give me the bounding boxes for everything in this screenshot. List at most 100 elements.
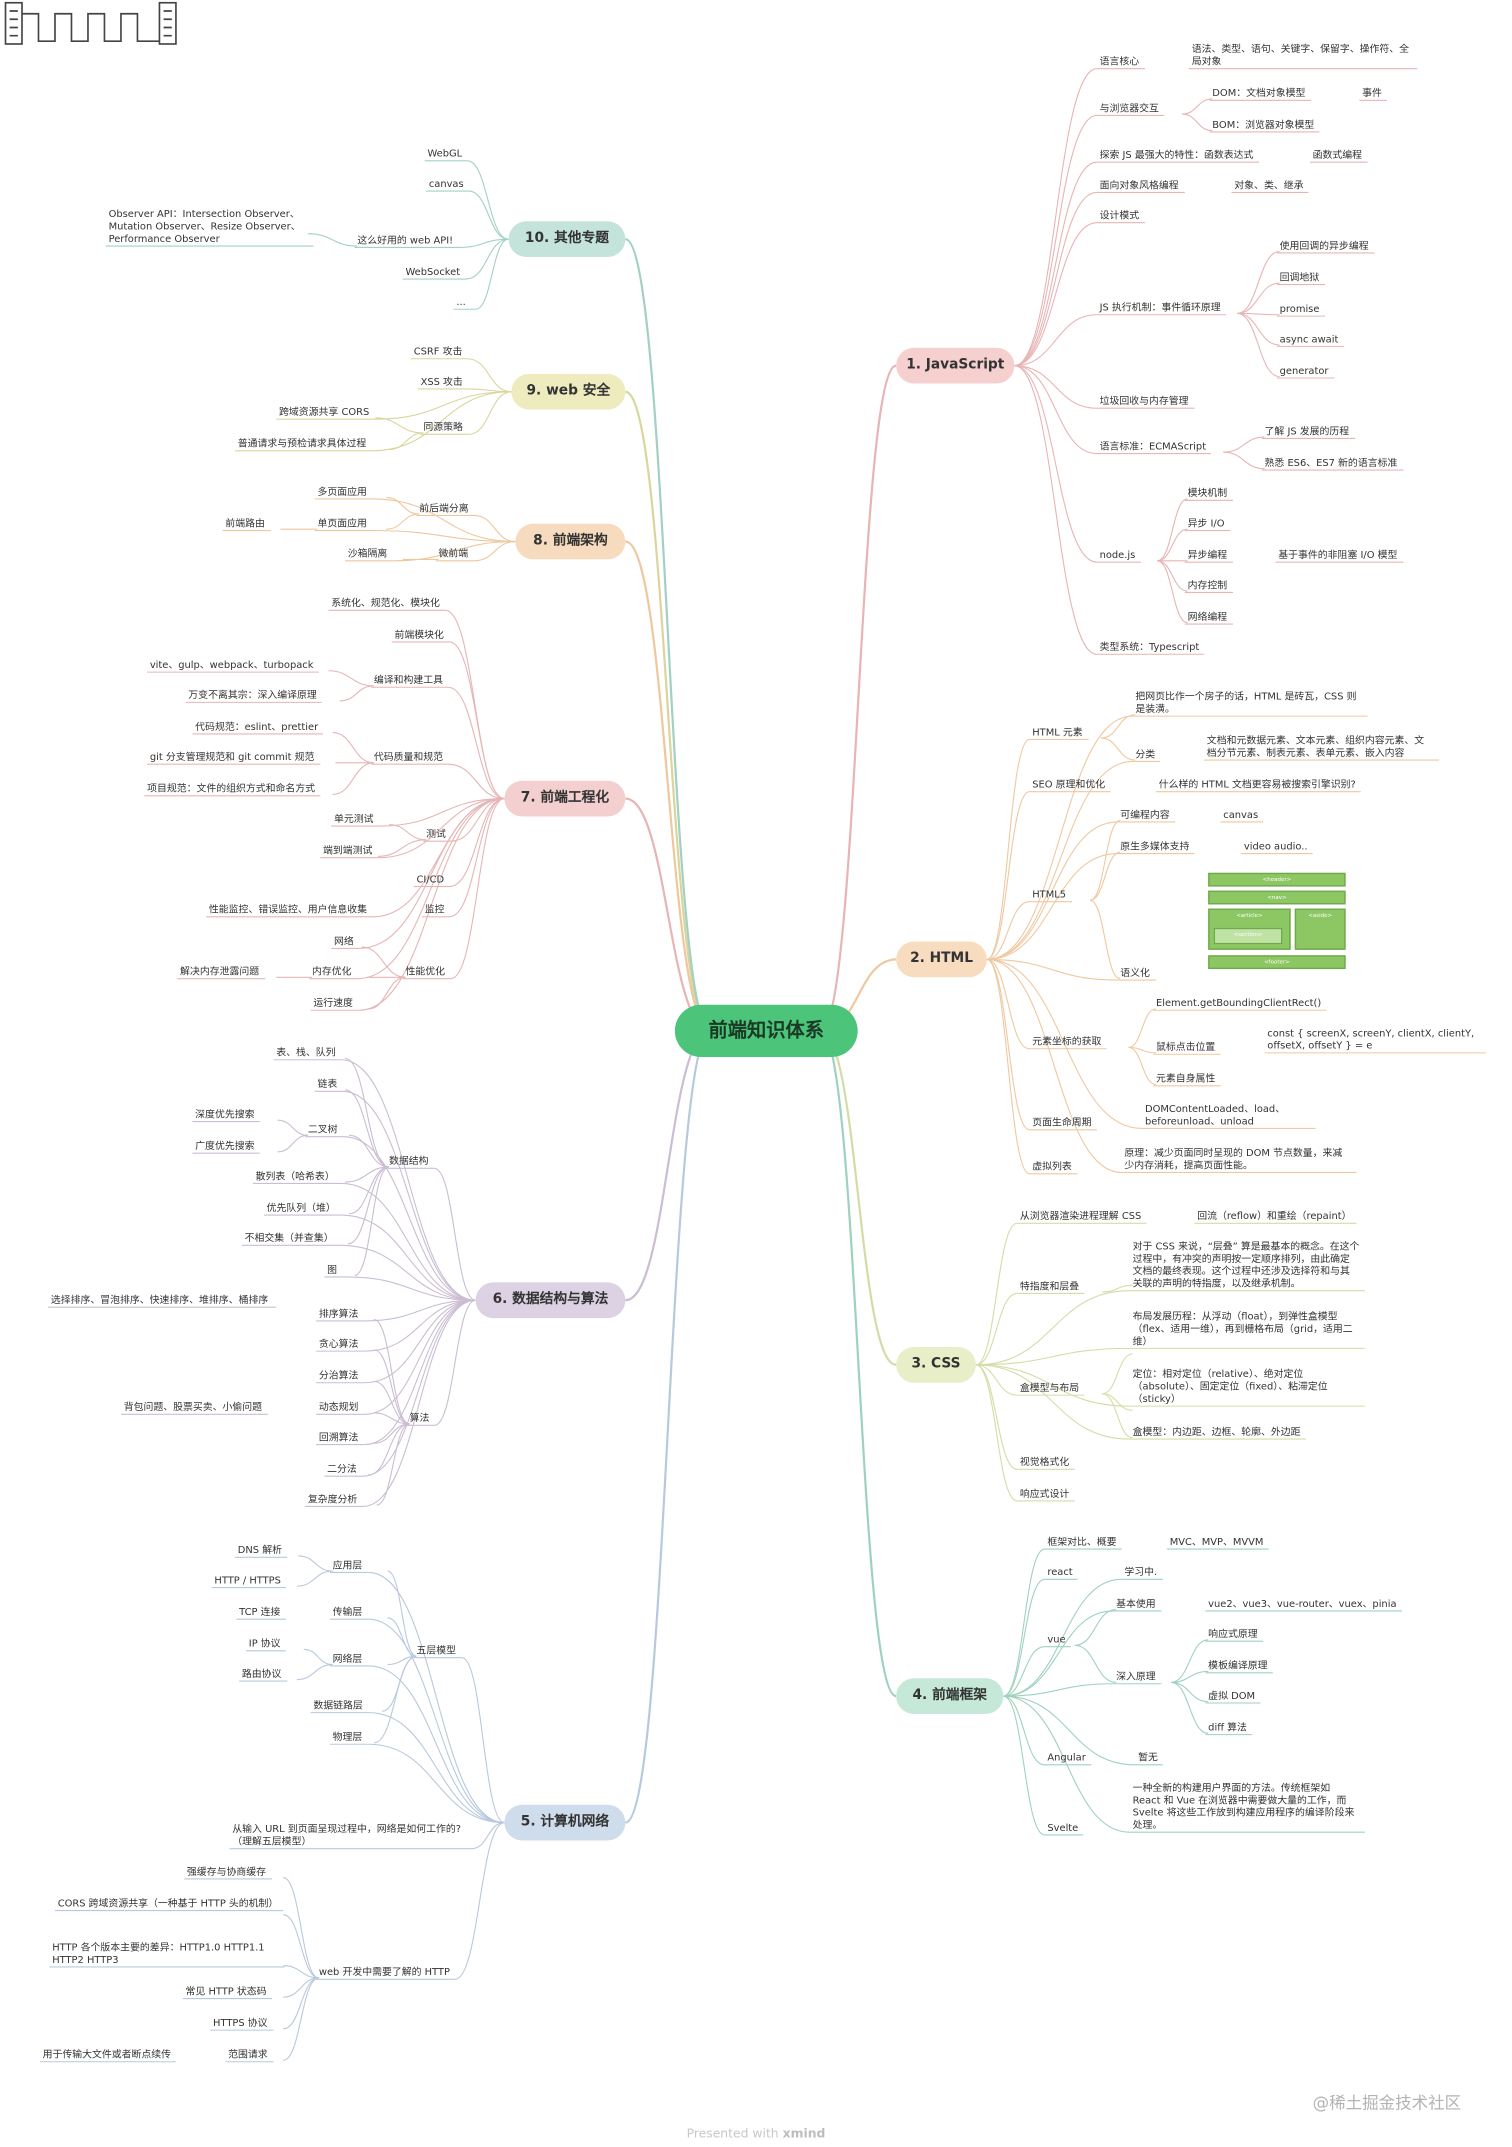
node-e-test[interactable]: 测试 xyxy=(426,827,446,840)
node-js-explore[interactable]: 探索 JS 最强大的特性：函数表达式 xyxy=(1099,148,1254,161)
node-c-resp[interactable]: 响应式设计 xyxy=(1019,1487,1070,1500)
node-n-dns[interactable]: DNS 解析 xyxy=(237,1543,282,1556)
node-d-bs[interactable]: 二分法 xyxy=(327,1462,357,1475)
branch-engineering[interactable]: 7. 前端工程化 xyxy=(504,780,626,817)
node-h5[interactable]: HTML5 xyxy=(1032,887,1067,901)
node-js-core-d[interactable]: 语法、类型、语句、关键字、保留字、操作符、全局对象 xyxy=(1191,42,1410,68)
node-d-bt[interactable]: 回溯算法 xyxy=(318,1430,359,1444)
node-d-ds[interactable]: 数据结构 xyxy=(388,1154,429,1167)
node-js-nio[interactable]: 基于事件的非阻塞 I/O 模型 xyxy=(1278,548,1398,561)
node-js-event[interactable]: 事件 xyxy=(1362,86,1382,99)
node-h5-sem[interactable]: 语义化 xyxy=(1120,966,1150,979)
node-d-dp-d[interactable]: 背包问题、股票买卖、小偷问题 xyxy=(123,1400,263,1413)
node-js-gen[interactable]: generator xyxy=(1279,364,1329,377)
node-js-oop[interactable]: 面向对象风格编程 xyxy=(1099,178,1179,192)
node-e-mon[interactable]: 监控 xyxy=(424,903,445,916)
node-c-box[interactable]: 盒模型与布局 xyxy=(1019,1381,1080,1394)
node-n-ip[interactable]: IP 协议 xyxy=(248,1637,281,1650)
node-o-obs[interactable]: Observer API：Intersection Observer、Mutat… xyxy=(108,207,301,245)
node-js-dom[interactable]: DOM：文档对象模型 xyxy=(1212,86,1306,99)
node-e-leak[interactable]: 解决内存泄露问题 xyxy=(180,964,260,978)
node-e-e2e[interactable]: 端到端测试 xyxy=(323,843,373,857)
node-js-ts[interactable]: 类型系统：Typescript xyxy=(1099,640,1200,653)
node-js-browser[interactable]: 与浏览器交互 xyxy=(1099,101,1159,115)
node-c-spec-d[interactable]: 对于 CSS 来说，“层叠” 算是最基本的概念。在这个过程中，有冲突的声明按一定… xyxy=(1132,1239,1360,1290)
node-e-mod[interactable]: 前端模块化 xyxy=(394,628,444,641)
node-js-promise[interactable]: promise xyxy=(1279,302,1320,315)
node-h-coord[interactable]: 元素坐标的获取 xyxy=(1032,1034,1102,1048)
node-a-route[interactable]: 前端路由 xyxy=(225,516,265,530)
node-js-cbhell[interactable]: 回调地狱 xyxy=(1279,270,1320,284)
node-c-visual[interactable]: 视觉格式化 xyxy=(1019,1455,1070,1468)
node-h-rect[interactable]: Element.getBoundingClientRect() xyxy=(1155,996,1322,1009)
node-n-five[interactable]: 五层模型 xyxy=(416,1643,457,1657)
node-f-resp[interactable]: 响应式原理 xyxy=(1208,1627,1258,1640)
branch-html[interactable]: 2. HTML xyxy=(896,941,987,978)
node-h-seo-d[interactable]: 什么样的 HTML 文档更容易被搜索引擎识别? xyxy=(1158,777,1356,791)
node-h-self[interactable]: 元素自身属性 xyxy=(1155,1072,1216,1085)
node-js-std[interactable]: 语言标准：ECMAScript xyxy=(1099,439,1207,453)
node-js-mem[interactable]: 内存控制 xyxy=(1187,578,1228,592)
node-js-mod[interactable]: 模块机制 xyxy=(1187,486,1228,499)
node-e-git[interactable]: git 分支管理规范和 git commit 规范 xyxy=(149,750,315,763)
branch-architecture[interactable]: 8. 前端架构 xyxy=(515,523,626,560)
branch-css[interactable]: 3. CSS xyxy=(896,1347,976,1383)
node-h-seo[interactable]: SEO 原理和优化 xyxy=(1032,777,1106,791)
node-e-net[interactable]: 网络 xyxy=(334,934,354,948)
node-d-sort[interactable]: 排序算法 xyxy=(318,1307,359,1320)
node-d-dp[interactable]: 动态规划 xyxy=(318,1400,359,1413)
node-e-memopt[interactable]: 内存优化 xyxy=(312,964,352,978)
node-f-basic[interactable]: 基本使用 xyxy=(1116,1597,1156,1610)
node-js-loop[interactable]: JS 执行机制：事件循环原理 xyxy=(1099,301,1221,314)
node-a-mpa[interactable]: 多页面应用 xyxy=(317,485,367,498)
node-h-mouse[interactable]: 鼠标点击位置 xyxy=(1155,1040,1216,1053)
branch-frameworks[interactable]: 4. 前端框架 xyxy=(896,1678,1004,1715)
node-h5-media[interactable]: 原生多媒体支持 xyxy=(1120,839,1190,853)
node-n-netl[interactable]: 网络层 xyxy=(332,1652,363,1665)
node-js-node[interactable]: node.js xyxy=(1099,548,1136,561)
node-s-pre[interactable]: 普通请求与预检请求具体过程 xyxy=(237,437,367,450)
node-n-url[interactable]: 从输入 URL 到页面呈现过程中，网络是如何工作的? （理解五层模型） xyxy=(232,1822,462,1848)
node-s-sop[interactable]: 同源策略 xyxy=(423,420,463,433)
node-n-phy[interactable]: 物理层 xyxy=(332,1730,363,1743)
node-n-https[interactable]: HTTPS 协议 xyxy=(213,2016,268,2029)
node-s-cors[interactable]: 跨域资源共享 CORS xyxy=(279,405,370,418)
node-d-greedy[interactable]: 贪心算法 xyxy=(318,1337,359,1350)
node-js-hist[interactable]: 了解 JS 发展的历程 xyxy=(1264,424,1350,438)
node-f-ng-d[interactable]: 暂无 xyxy=(1138,1751,1158,1764)
branch-network[interactable]: 5. 计算机网络 xyxy=(504,1804,626,1841)
node-h-life-d[interactable]: DOMContentLoaded、load、beforeunload、unloa… xyxy=(1144,1102,1286,1128)
node-e-mon-d[interactable]: 性能监控、错误监控、用户信息收集 xyxy=(208,903,368,916)
node-n-tcp[interactable]: TCP 连接 xyxy=(239,1605,281,1618)
node-d-cx[interactable]: 复杂度分析 xyxy=(307,1492,358,1506)
node-h-cat[interactable]: 分类 xyxy=(1135,747,1156,761)
node-o-ws[interactable]: WebSocket xyxy=(405,265,461,278)
node-e-tools[interactable]: 编译和构建工具 xyxy=(373,673,444,686)
node-d-hash[interactable]: 散列表（哈希表） xyxy=(255,1169,335,1183)
node-n-code[interactable]: 常见 HTTP 状态码 xyxy=(185,1984,267,1998)
node-a-spa[interactable]: 单页面应用 xyxy=(317,516,367,530)
central-topic[interactable]: 前端知识体系 xyxy=(674,1004,858,1057)
node-e-speed[interactable]: 运行速度 xyxy=(313,996,353,1009)
branch-web-security[interactable]: 9. web 安全 xyxy=(511,373,626,410)
node-h-virt[interactable]: 虚拟列表 xyxy=(1032,1160,1072,1173)
node-c-boxm[interactable]: 盒模型：内边距、边框、轮廓、外边距 xyxy=(1132,1425,1301,1438)
node-c-spec[interactable]: 特指度和层叠 xyxy=(1019,1279,1080,1293)
node-e-proj[interactable]: 项目规范：文件的组织方式和命名方式 xyxy=(147,782,316,795)
node-n-route[interactable]: 路由协议 xyxy=(241,1667,282,1680)
node-d-uf[interactable]: 不相交集（并查集） xyxy=(244,1231,334,1244)
node-n-ver[interactable]: HTTP 各个版本主要的差异：HTTP1.0 HTTP1.1 HTTP2 HTT… xyxy=(52,1940,265,1966)
node-js-es6[interactable]: 熟悉 ES6、ES7 新的语言标准 xyxy=(1264,456,1398,469)
node-c-layout[interactable]: 布局发展历程：从浮动（float），到弹性盒模型（flex、适用一维），再到栅格… xyxy=(1132,1309,1353,1348)
node-n-cache[interactable]: 强缓存与协商缓存 xyxy=(186,1865,266,1878)
node-h-life[interactable]: 页面生命周期 xyxy=(1032,1116,1092,1129)
node-h5-av[interactable]: video audio.. xyxy=(1243,839,1308,853)
node-n-http[interactable]: HTTP / HTTPS xyxy=(214,1573,281,1587)
node-n-cors[interactable]: CORS 跨域资源共享（一种基于 HTTP 头的机制） xyxy=(57,1896,279,1910)
node-d-algo[interactable]: 算法 xyxy=(409,1411,430,1424)
node-js-oop-d[interactable]: 对象、类、继承 xyxy=(1234,178,1304,192)
node-d-dfs[interactable]: 深度优先搜索 xyxy=(195,1107,255,1121)
node-f-svelte[interactable]: Svelte xyxy=(1047,1821,1079,1834)
node-h5-prog[interactable]: 可编程内容 xyxy=(1120,808,1170,821)
node-o-webgl[interactable]: WebGL xyxy=(427,147,463,160)
